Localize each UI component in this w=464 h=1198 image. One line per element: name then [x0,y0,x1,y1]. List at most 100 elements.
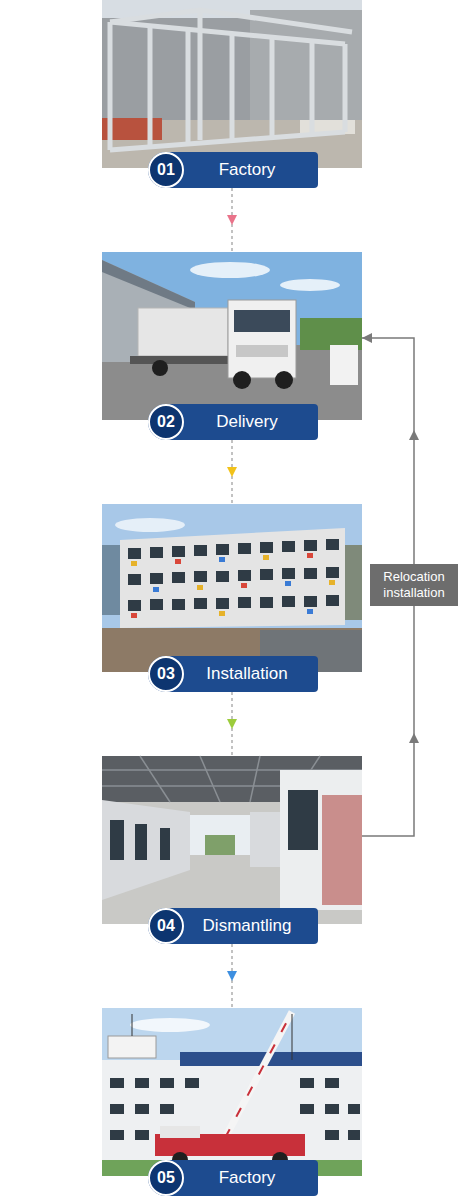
photo-detail [130,1018,210,1032]
photo-detail [280,279,340,291]
step-number: 03 [148,656,184,692]
photo-detail [225,1012,292,1138]
photo-detail [131,553,335,618]
photo-detail [275,371,293,389]
photo-detail [175,559,181,564]
photo-detail [153,587,159,592]
step-number: 04 [148,908,184,944]
photo-detail [160,1126,200,1138]
photo-detail [194,598,207,609]
step-block: 05 Factory [102,1008,362,1196]
photo-detail [197,585,203,590]
step-number: 02 [148,404,184,440]
photo-detail [160,1078,174,1088]
photo-detail [102,0,362,168]
photo-detail [348,1104,360,1114]
flow-connector [231,188,232,252]
photo-detail [216,598,229,609]
photo-detail [307,553,313,558]
photo-detail [110,820,124,860]
photo-detail [150,547,163,558]
step-number: 05 [148,1160,184,1196]
photo-detail [260,569,273,580]
photo-detail [152,360,168,376]
photo-detail [200,10,352,32]
photo-detail [219,611,225,616]
step-label: 02Delivery [148,404,318,440]
photo-detail [270,38,275,138]
photo-detail [190,262,270,278]
photo-detail [310,41,315,134]
step-number: 01 [148,152,184,188]
photo-detail [250,812,280,867]
photo-detail [102,545,122,615]
photo-detail [304,540,317,551]
step-block: 03 Installation [102,504,362,692]
photo-detail [326,595,339,606]
photo-detail [102,252,362,420]
photo-detail [186,30,191,146]
photo-detail [110,10,352,150]
photo-detail [102,1008,362,1176]
photo-detail [115,518,185,532]
step-block: 02Delivery [102,252,362,440]
photo-detail [345,545,362,620]
photo-detail [135,824,147,860]
photo-detail [216,544,229,555]
edge-label: Relocation installation [370,564,458,606]
flow-connector [231,692,232,756]
photo-detail [282,568,295,579]
photo-detail [185,1078,199,1088]
photo-detail [140,756,170,802]
step-title: Dismantling [203,908,292,944]
photo-detail [102,260,195,310]
photo-detail [330,345,358,385]
photo-detail [102,504,362,672]
photo-detail [216,571,229,582]
installation-photo [102,504,362,672]
step-title: Installation [206,656,287,692]
step-label: 01Factory [148,152,318,188]
photo-detail [200,756,220,802]
photo-detail [148,26,153,148]
photo-detail [228,300,296,378]
photo-detail [102,756,362,924]
photo-detail [190,815,250,855]
photo-detail [285,581,291,586]
photo-detail [238,597,251,608]
photo-detail [325,1130,339,1140]
step-label: 04 Dismantling [148,908,318,944]
photo-detail [128,574,141,585]
photo-detail [260,597,273,608]
photo-detail [288,790,318,850]
photo-detail [120,528,345,628]
photo-detail [282,541,295,552]
photo-detail [326,567,339,578]
photo-detail [128,600,141,611]
photo-detail [110,10,200,22]
photo-detail [128,539,339,611]
step-label: 05 Factory [148,1160,318,1196]
factory-return-photo [102,1008,362,1176]
step-title: Factory [219,1160,276,1196]
dismantling-photo [102,756,362,924]
photo-detail [234,310,290,332]
photo-detail [325,1078,339,1088]
photo-detail [131,561,137,566]
photo-detail [233,371,251,389]
photo-detail [205,835,235,855]
photo-detail [194,545,207,556]
photo-detail [172,546,185,557]
photo-detail [236,345,288,357]
photo-detail [150,599,163,610]
photo-detail [138,308,228,356]
photo-detail [304,568,317,579]
photo-detail [280,770,362,910]
photo-detail [230,34,235,142]
photo-detail [150,573,163,584]
photo-detail [110,1078,360,1140]
photo-detail [241,583,247,588]
photo-detail [304,596,317,607]
photo-detail [135,1078,149,1088]
photo-detail [128,548,141,559]
